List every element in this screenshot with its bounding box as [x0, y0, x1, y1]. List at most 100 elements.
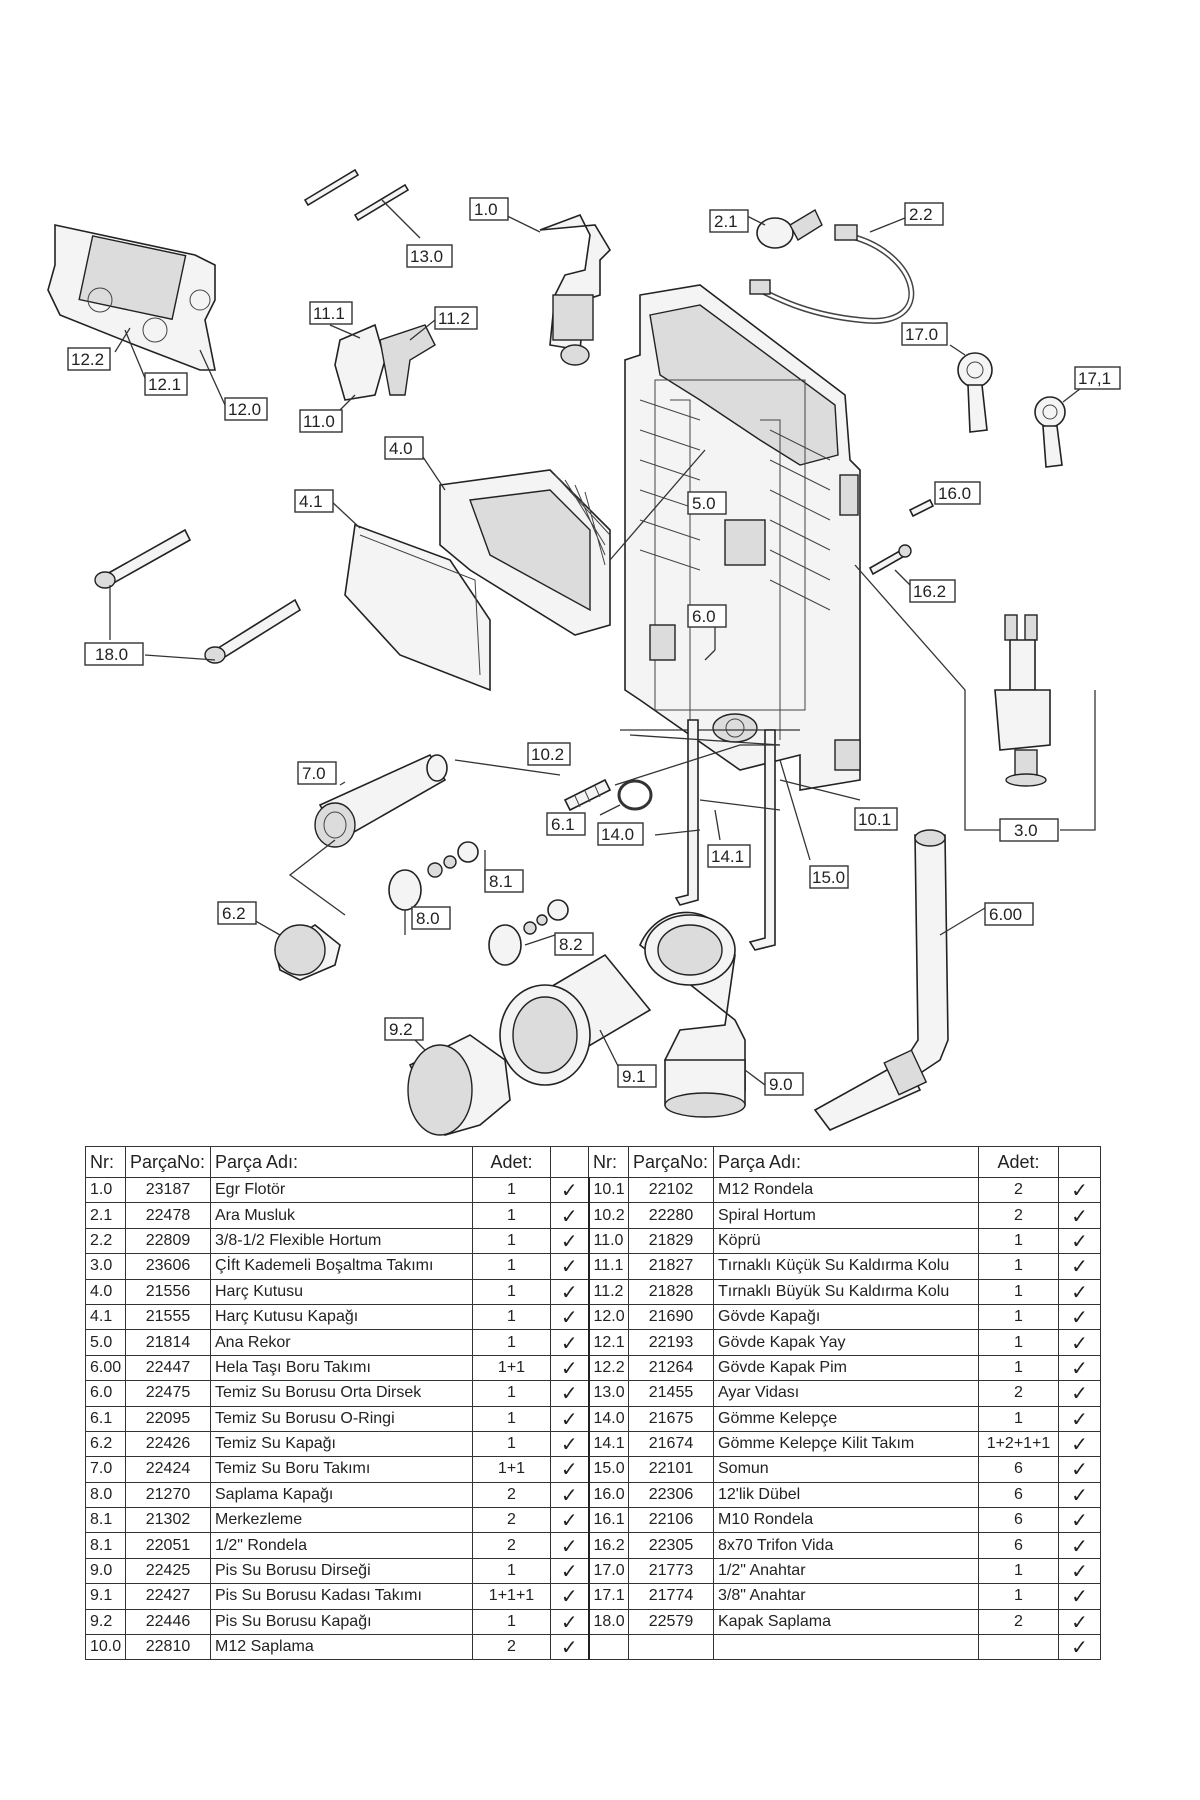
- row-nr: 5.0: [85, 1329, 126, 1356]
- part-17-0-key: [949, 344, 993, 433]
- check-mark: ✓: [550, 1583, 589, 1610]
- row-qty: 1: [978, 1303, 1059, 1331]
- check-mark: ✓: [550, 1608, 589, 1636]
- row-part-no: 21690: [628, 1303, 714, 1331]
- row-qty: 1+1: [472, 1456, 551, 1483]
- row-qty: 2: [978, 1380, 1059, 1407]
- row-part-no: 23187: [125, 1176, 211, 1204]
- row-nr: 3.0: [85, 1253, 126, 1280]
- part-2-2-hose: [749, 217, 915, 324]
- callout-16-0: 16.0: [934, 481, 981, 505]
- row-nr: 8.1: [85, 1532, 126, 1559]
- row-name: Ara Musluk: [210, 1202, 473, 1229]
- row-name: M10 Rondela: [713, 1507, 979, 1534]
- row-qty: 1: [472, 1329, 551, 1356]
- check-mark: ✓: [1058, 1253, 1101, 1280]
- row-part-no: 21829: [628, 1227, 714, 1255]
- check-mark: ✓: [550, 1405, 589, 1432]
- part-9-2-cap: [407, 1034, 511, 1136]
- part-4-1-box-lid: [329, 499, 491, 692]
- svg-text:6.2: 6.2: [222, 904, 246, 923]
- callout-12-1: 12.1: [144, 372, 188, 396]
- callout-11-0: 11.0: [299, 409, 343, 433]
- row-qty: 1: [472, 1430, 551, 1458]
- part-5-0-connector: [609, 449, 706, 561]
- callout-1-0: 1.0: [469, 197, 509, 221]
- check-mark: ✓: [550, 1380, 589, 1407]
- row-name: Temiz Su Boru Takımı: [210, 1456, 473, 1483]
- svg-text:11.0: 11.0: [303, 412, 335, 431]
- svg-text:8.1: 8.1: [489, 872, 513, 891]
- callout-6-1: 6.1: [546, 812, 586, 836]
- row-part-no: 22579: [628, 1608, 714, 1636]
- row-part-no: 21675: [628, 1405, 714, 1432]
- callout-9-1: 9.1: [617, 1064, 657, 1088]
- svg-text:16.0: 16.0: [938, 484, 971, 503]
- part-6-1-oring: [599, 779, 653, 816]
- callout-10-2: 10.2: [527, 742, 571, 766]
- row-name: Pis Su Borusu Kapağı: [210, 1608, 473, 1636]
- part-3-0-flush-valve: [854, 564, 1096, 831]
- check-mark: ✓: [1058, 1202, 1101, 1229]
- row-nr: 18.0: [587, 1608, 629, 1636]
- part-16-2-screw: [868, 544, 916, 591]
- check-mark: ✓: [550, 1202, 589, 1229]
- callout-6-2: 6.2: [217, 901, 257, 925]
- svg-text:17,1: 17,1: [1078, 369, 1111, 388]
- row-name: 1/2" Rondela: [210, 1532, 473, 1559]
- row-part-no: 22051: [125, 1532, 211, 1559]
- part-11-0-bridge: [329, 319, 436, 411]
- part-18-0-bolts: [94, 528, 302, 664]
- row-qty: 2: [472, 1634, 551, 1661]
- row-qty: 1: [978, 1557, 1059, 1585]
- callout-12-2: 12.2: [67, 347, 111, 371]
- row-nr: 16.2: [587, 1532, 629, 1559]
- svg-text:2.2: 2.2: [909, 205, 933, 224]
- svg-text:6.0: 6.0: [692, 607, 716, 626]
- frame-legs: [629, 719, 781, 951]
- part-6-2-cap: [244, 839, 346, 981]
- svg-text:14.1: 14.1: [711, 847, 744, 866]
- row-nr: 16.1: [587, 1507, 629, 1534]
- check-mark: ✓: [1058, 1176, 1101, 1204]
- row-qty: 1: [472, 1557, 551, 1585]
- row-part-no: 22095: [125, 1405, 211, 1432]
- row-part-no: 22446: [125, 1608, 211, 1636]
- callout-15-0: 15.0: [809, 865, 849, 889]
- row-name: [713, 1634, 979, 1661]
- part-1-0-float-valve: [494, 209, 612, 366]
- row-part-no: 21555: [125, 1303, 211, 1331]
- row-part-no: 22425: [125, 1557, 211, 1585]
- row-name: Harç Kutusu: [210, 1278, 473, 1305]
- row-name: Spiral Hortum: [713, 1202, 979, 1229]
- row-qty: 2: [472, 1481, 551, 1509]
- row-nr: 10.1: [587, 1176, 629, 1204]
- check-mark: ✓: [550, 1329, 589, 1356]
- svg-text:11.2: 11.2: [438, 309, 470, 328]
- check-mark: ✓: [1058, 1634, 1101, 1661]
- row-part-no: 22426: [125, 1430, 211, 1458]
- row-name: M12 Saplama: [210, 1634, 473, 1661]
- callout-4-0: 4.0: [384, 436, 424, 460]
- row-qty: 1+1: [472, 1354, 551, 1382]
- check-mark: ✓: [1058, 1532, 1101, 1559]
- row-qty: 1: [978, 1278, 1059, 1305]
- row-qty: 1+1+1: [472, 1583, 551, 1610]
- row-name: Merkezleme: [210, 1507, 473, 1534]
- svg-text:12.0: 12.0: [228, 400, 261, 419]
- row-nr: 15.0: [587, 1456, 629, 1483]
- check-mark: ✓: [550, 1227, 589, 1255]
- callout-14-1: 14.1: [707, 844, 751, 868]
- callout-6-00: 6.00: [984, 902, 1034, 926]
- row-nr: 14.0: [587, 1405, 629, 1432]
- row-name: Ayar Vidası: [713, 1380, 979, 1407]
- callout-18-0: 18.0: [84, 642, 144, 666]
- svg-text:3.0: 3.0: [1014, 821, 1038, 840]
- row-name: Temiz Su Kapağı: [210, 1430, 473, 1458]
- callout-7-0: 7.0: [297, 761, 337, 785]
- row-qty: 6: [978, 1532, 1059, 1559]
- check-mark: ✓: [550, 1481, 589, 1509]
